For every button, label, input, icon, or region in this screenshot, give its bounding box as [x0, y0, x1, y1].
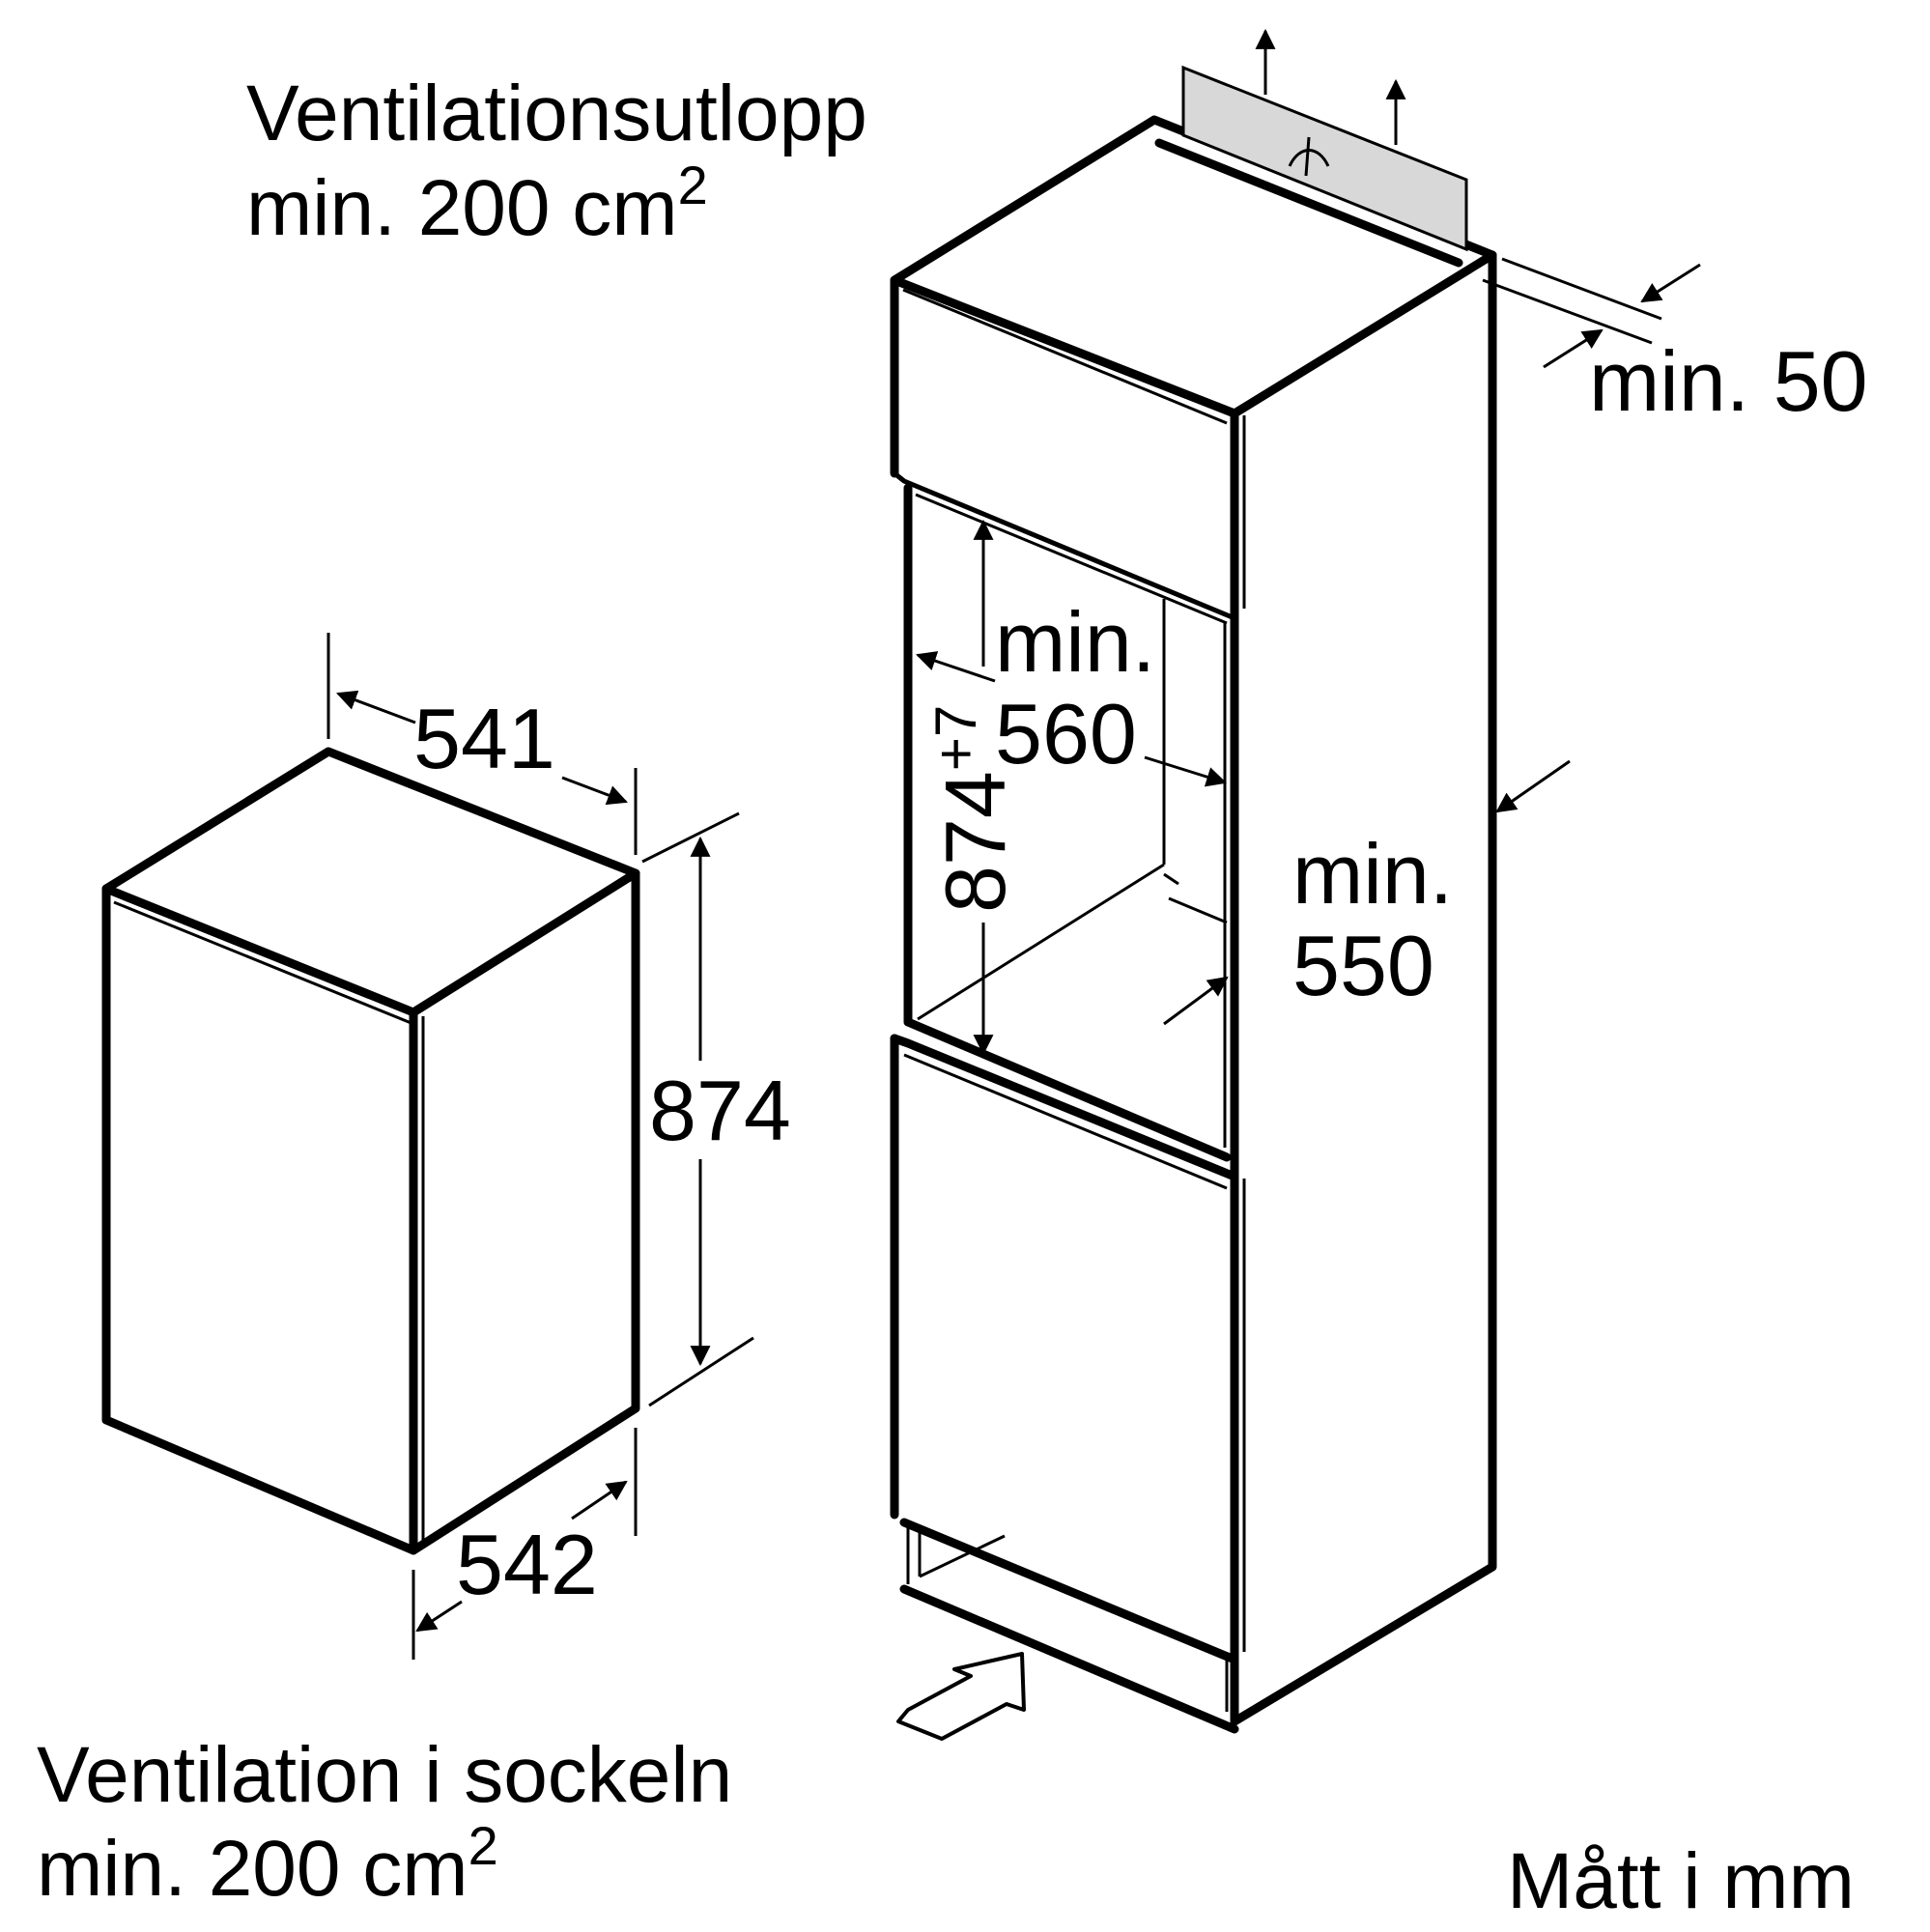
niche-height-label: 874+7 [923, 705, 1023, 913]
top-gap-label: min. 50 [1589, 333, 1868, 429]
appliance-width-dimension [326, 633, 638, 855]
appliance-width-label: 541 [413, 691, 555, 786]
vent-base-area: min. 200 cm2 [37, 1815, 498, 1913]
appliance-height-label: 874 [649, 1063, 791, 1158]
units-note: Mått i mm [1507, 1837, 1855, 1925]
vent-grille [1154, 65, 1468, 268]
vent-outlet-area: min. 200 cm2 [246, 155, 708, 252]
vent-outlet-title: Ventilationsutlopp [246, 70, 867, 157]
appliance-depth-dimension [412, 1428, 638, 1660]
plinth-inlet-arrow-icon [896, 1652, 1026, 1741]
vent-base-title: Ventilation i sockeln [37, 1731, 732, 1819]
niche-depth-dimension [1163, 759, 1571, 1026]
appliance-height-dimension [641, 811, 754, 1407]
niche-width-label-line1: min. [995, 594, 1155, 690]
vent-outlet-arrows [1255, 28, 1406, 145]
appliance-depth-label: 542 [456, 1517, 598, 1612]
top-gap-dimension [1482, 257, 1701, 369]
niche-depth-label-line2: 550 [1292, 918, 1434, 1013]
niche-width-dimension [916, 651, 1228, 787]
niche-depth-label-line1: min. [1292, 826, 1453, 922]
niche-width-label-line2: 560 [995, 686, 1137, 781]
appliance-box [101, 747, 640, 1555]
cabinet-niche [890, 115, 1497, 1734]
svg-text:874+7: 874+7 [923, 705, 1023, 913]
